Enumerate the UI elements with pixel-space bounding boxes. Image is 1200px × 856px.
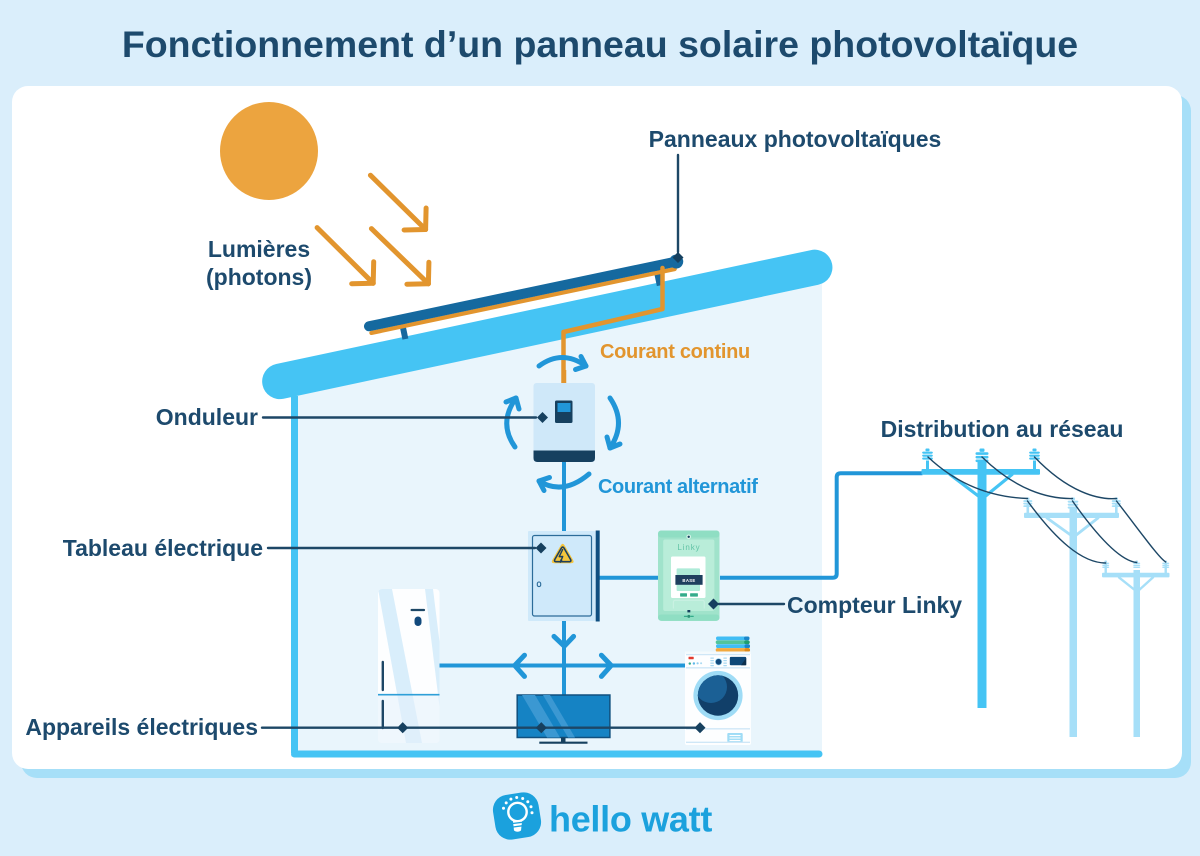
svg-text:(photons): (photons) [206,264,312,290]
svg-text:Panneaux photovoltaïques: Panneaux photovoltaïques [649,126,942,152]
svg-text:Linky: Linky [677,543,700,552]
svg-text:Onduleur: Onduleur [156,404,258,430]
svg-text:Appareils électriques: Appareils électriques [25,714,258,740]
svg-text:Fonctionnement d’un panneau so: Fonctionnement d’un panneau solaire phot… [122,23,1078,65]
svg-text:Distribution au réseau: Distribution au réseau [881,416,1124,442]
svg-text:Compteur Linky: Compteur Linky [787,592,962,618]
svg-text:hello watt: hello watt [549,799,712,840]
svg-text:Tableau électrique: Tableau électrique [63,535,263,561]
svg-text:Lumières: Lumières [208,236,310,262]
svg-text:Courant alternatif: Courant alternatif [598,476,758,498]
svg-text:BASE: BASE [682,578,695,583]
svg-text:Courant continu: Courant continu [600,341,750,363]
